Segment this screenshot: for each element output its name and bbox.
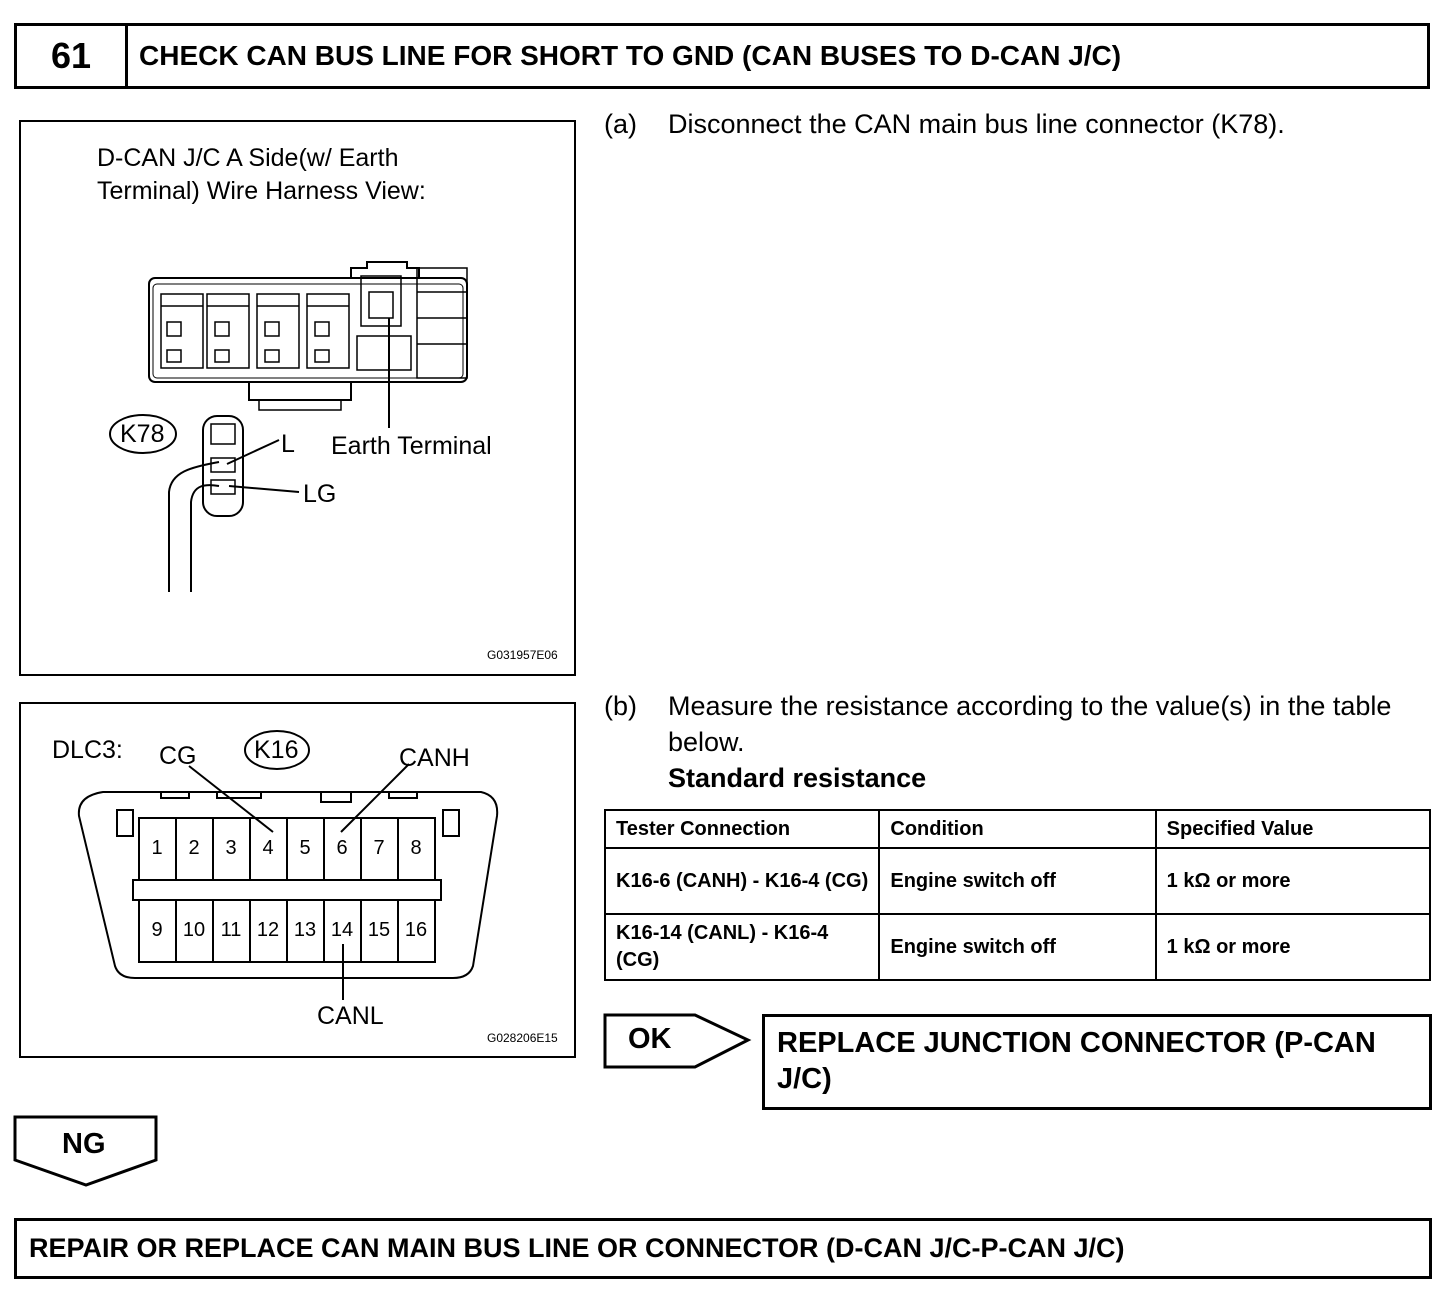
k16-connector-label: K16 bbox=[254, 736, 299, 764]
table-cell: K16-6 (CANH) - K16-4 (CG) bbox=[603, 847, 881, 915]
pin-4: 4 bbox=[262, 837, 274, 859]
pin-15: 15 bbox=[367, 919, 391, 941]
step-header: 61 CHECK CAN BUS LINE FOR SHORT TO GND (… bbox=[14, 23, 1430, 89]
wire-label-lg: LG bbox=[303, 480, 337, 508]
pin-12: 12 bbox=[256, 919, 280, 941]
pin-8: 8 bbox=[410, 837, 422, 859]
pin-9: 9 bbox=[151, 919, 163, 941]
pin-16: 16 bbox=[404, 919, 428, 941]
dlc3-title: DLC3: bbox=[52, 736, 123, 764]
cg-label: CG bbox=[159, 742, 197, 770]
table-cell: 1 kΩ or more bbox=[1154, 913, 1432, 981]
step-title: CHECK CAN BUS LINE FOR SHORT TO GND (CAN… bbox=[139, 40, 1122, 71]
table-cell: K16-14 (CANL) - K16-4 (CG) bbox=[603, 913, 881, 981]
step-a-letter: (a) bbox=[604, 109, 637, 139]
dlc3-diagram-figure: DLC3: CG K16 CANH CANL 1 2 3 4 5 6 7 8 9… bbox=[19, 702, 576, 1058]
canl-label: CANL bbox=[317, 1002, 384, 1030]
ng-label: NG bbox=[62, 1128, 106, 1160]
table-cell: Engine switch off bbox=[878, 913, 1157, 981]
pin-5: 5 bbox=[299, 837, 311, 859]
table-row: K16-14 (CANL) - K16-4 (CG) Engine switch… bbox=[603, 913, 1432, 981]
pin-11: 11 bbox=[220, 919, 242, 941]
column-header: Specified Value bbox=[1154, 809, 1432, 849]
figure-caption: D-CAN J/C A Side(w/ Earth Terminal) Wire… bbox=[97, 144, 426, 205]
pin-3: 3 bbox=[225, 837, 237, 859]
pin-10: 10 bbox=[182, 919, 206, 941]
step-b-text: Measure the resistance according to the … bbox=[668, 691, 1392, 757]
table-cell: Engine switch off bbox=[878, 847, 1157, 915]
column-header: Tester Connection bbox=[603, 809, 881, 849]
dcan-connector-drawing bbox=[109, 261, 468, 592]
resistance-spec-table: Tester Connection Condition Specified Va… bbox=[603, 809, 1432, 981]
pin-1: 1 bbox=[151, 837, 163, 859]
column-header: Condition bbox=[878, 809, 1157, 849]
step-number: 61 bbox=[17, 26, 128, 86]
table-header-row: Tester Connection Condition Specified Va… bbox=[603, 809, 1432, 849]
step-a-text: Disconnect the CAN main bus line connect… bbox=[668, 109, 1285, 139]
ng-arrow-icon bbox=[13, 1115, 158, 1187]
connector-diagram-figure: D-CAN J/C A Side(w/ Earth Terminal) Wire… bbox=[19, 120, 576, 676]
figure-code: G031957E06 bbox=[487, 648, 558, 662]
pin-2: 2 bbox=[188, 837, 200, 859]
wire-label-l: L bbox=[281, 430, 295, 458]
pin-13: 13 bbox=[293, 919, 317, 941]
ok-arrow-icon bbox=[603, 1013, 752, 1069]
table-cell: 1 kΩ or more bbox=[1154, 847, 1432, 915]
pin-6: 6 bbox=[336, 837, 348, 859]
ng-result-box: REPAIR OR REPLACE CAN MAIN BUS LINE OR C… bbox=[14, 1218, 1432, 1279]
ok-label: OK bbox=[628, 1023, 672, 1055]
standard-resistance-heading: Standard resistance bbox=[668, 763, 927, 793]
earth-terminal-label: Earth Terminal bbox=[331, 432, 492, 460]
canh-label: CANH bbox=[399, 744, 470, 772]
pin-14: 14 bbox=[330, 919, 354, 941]
table-row: K16-6 (CANH) - K16-4 (CG) Engine switch … bbox=[603, 847, 1432, 915]
ok-result-box: REPLACE JUNCTION CONNECTOR (P-CAN J/C) bbox=[762, 1014, 1432, 1110]
step-b-letter: (b) bbox=[604, 691, 637, 721]
dlc3-connector-drawing bbox=[77, 730, 499, 1000]
pin-7: 7 bbox=[373, 837, 385, 859]
figure-code: G028206E15 bbox=[487, 1031, 558, 1045]
k78-connector-label: K78 bbox=[120, 420, 165, 448]
